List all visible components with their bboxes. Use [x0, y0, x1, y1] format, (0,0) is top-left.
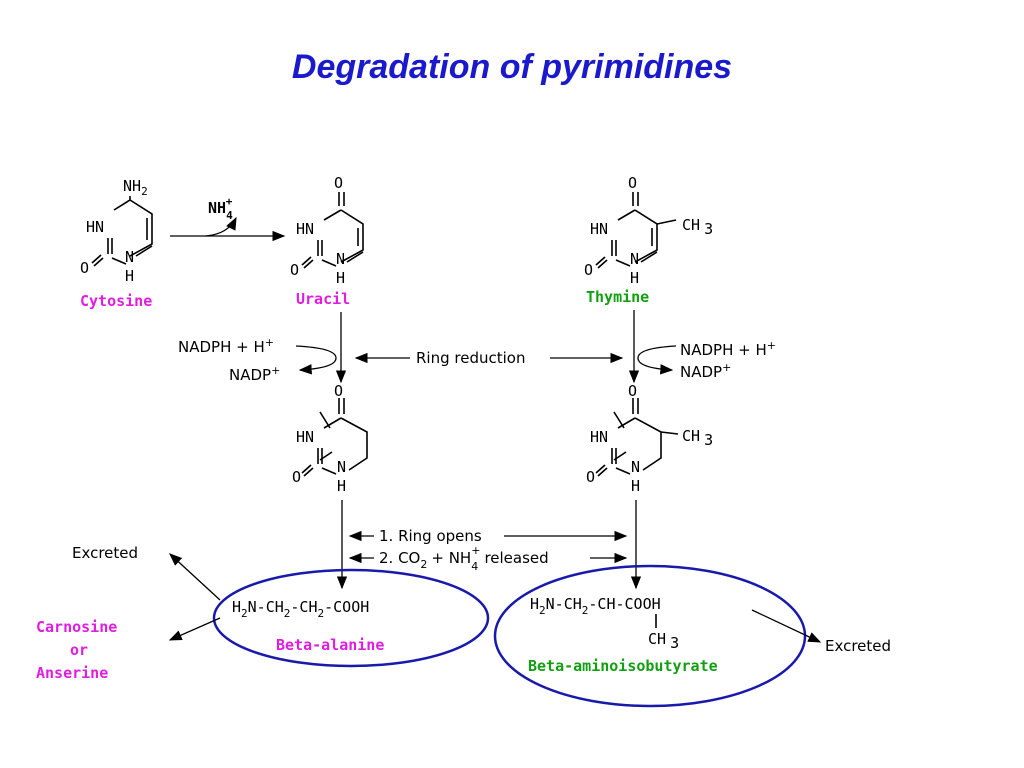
uracil-label: Uracil: [296, 290, 350, 308]
beta-alanine-highlight: [212, 568, 490, 668]
beta-aminoisobutyrate-label: Beta-aminoisobutyrate: [528, 657, 718, 675]
cytosine-h: H: [125, 267, 134, 285]
nadph-label-right: NADPH + H+: [680, 339, 776, 359]
nadph-label-left: NADPH + H+: [178, 336, 274, 356]
thymine-o: O: [584, 261, 593, 279]
excreted-arrow-right: [751, 609, 822, 643]
excreted-arrow-left: [169, 553, 221, 601]
dihydrothymine-hn: HN: [590, 428, 608, 446]
ammonium-label: NH4+: [208, 195, 233, 222]
cytosine-n: N: [125, 248, 134, 266]
nadp-label-left: NADP+: [229, 364, 280, 384]
cytosine-nh2: NH2: [123, 177, 148, 198]
cytosine-hn: HN: [86, 218, 104, 236]
nadph-cofactor-arrow-right: [637, 345, 677, 375]
dihydrouracil-n: N: [337, 458, 346, 476]
dihydrothymine-o: O: [586, 468, 595, 486]
thymine-hn: HN: [590, 220, 608, 238]
ammonium-release-arrow: [205, 216, 237, 237]
excreted-label-right: Excreted: [825, 637, 891, 655]
beta-aminoisobutyrate-highlight: [493, 564, 807, 708]
anserine-label: Anserine: [36, 664, 108, 682]
co2-release-label: 2. CO2+ NH4+released: [379, 544, 549, 573]
carnosine-label: Carnosine: [36, 618, 117, 636]
thymine-o-top: O: [628, 174, 637, 192]
cytosine-o: O: [80, 259, 89, 277]
or-label: or: [70, 641, 88, 659]
thymine-h: H: [630, 269, 639, 287]
beta-alanine-formula: H2N-CH2-CH2-COOH: [232, 598, 369, 620]
beta-aminoisobutyrate-formula: H2N-CH2-CH-COOH: [530, 595, 661, 617]
page-title: Degradation of pyrimidines: [291, 48, 733, 86]
dihydrouracil-o-top: O: [334, 382, 343, 400]
thymine-n: N: [630, 250, 639, 268]
ring-reduction-label: Ring reduction: [416, 349, 525, 367]
uracil-n: N: [336, 250, 345, 268]
beta-alanine-label: Beta-alanine: [276, 636, 384, 654]
dihydrouracil-o: O: [292, 468, 301, 486]
cytosine-structure: NH2 HN O N H: [80, 177, 153, 285]
nadp-label-right: NADP+: [680, 361, 731, 381]
dihydrouracil-h: H: [337, 477, 346, 495]
excreted-label-left: Excreted: [72, 544, 138, 562]
uracil-o-top: O: [334, 174, 343, 192]
cytosine-label: Cytosine: [80, 292, 152, 310]
ring-opens-label: 1. Ring opens: [379, 527, 482, 545]
uracil-structure: O HN O N H: [290, 174, 364, 287]
dihydrothymine-n: N: [631, 458, 640, 476]
dihydrouracil-structure: O HN O N H: [292, 382, 368, 495]
dihydrothymine-o-top: O: [628, 382, 637, 400]
carnosine-arrow: [168, 617, 221, 641]
nadph-cofactor-arrow-left: [295, 345, 337, 375]
dihydrouracil-hn: HN: [296, 428, 314, 446]
thymine-label: Thymine: [586, 288, 649, 306]
uracil-o: O: [290, 261, 299, 279]
uracil-h: H: [336, 269, 345, 287]
uracil-hn: HN: [296, 220, 314, 238]
dihydrothymine-h: H: [631, 477, 640, 495]
